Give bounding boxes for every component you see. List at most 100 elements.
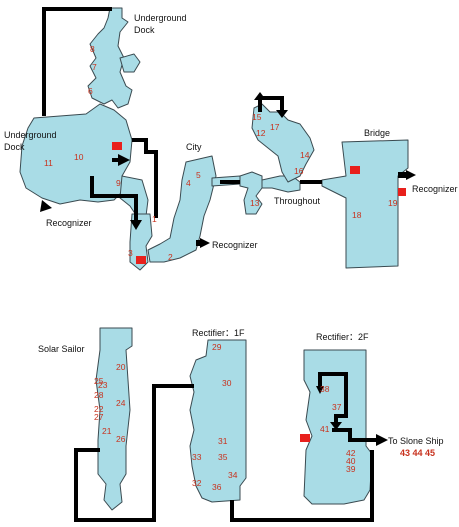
location-number: 3 — [128, 248, 133, 258]
route-dock-loop — [42, 7, 112, 116]
label-rectifier-2f: Rectifier：2F — [316, 332, 369, 342]
arrow-bridge-stem — [398, 172, 406, 178]
arrow-dock-east-icon — [118, 154, 130, 166]
route-throughout-loop — [258, 96, 284, 112]
label-bridge: Bridge — [364, 128, 390, 138]
route-dock-east — [132, 138, 158, 218]
marker-bridge-2 — [398, 188, 406, 196]
throughout-upper-room — [251, 103, 315, 183]
arrow-city-stem — [196, 240, 202, 246]
dock-upper-corridor — [87, 7, 133, 109]
label-city: City — [186, 142, 202, 152]
location-numbers: 1 2 3 4 5 6 7 8 9 10 11 12 13 14 15 16 1… — [44, 44, 398, 492]
route-solar-south — [74, 384, 194, 522]
location-number: 24 — [116, 398, 126, 408]
location-number: 20 — [116, 362, 126, 372]
location-number: 34 — [228, 470, 238, 480]
location-number: 6 — [88, 86, 93, 96]
red-markers — [112, 142, 406, 442]
location-number: 13 — [250, 198, 260, 208]
location-number: 10 — [74, 152, 84, 162]
route-2f-loop — [318, 372, 348, 424]
location-number: 26 — [116, 434, 126, 444]
location-number: 5 — [196, 170, 201, 180]
location-number: 11 — [44, 158, 53, 168]
location-number: 33 — [192, 452, 202, 462]
label-recognizer-bridge: Recognizer — [412, 184, 458, 194]
underground-dock-main-area — [19, 103, 153, 271]
location-number: 28 — [94, 390, 104, 400]
arrow-2f-down-icon — [330, 422, 342, 430]
location-number: 15 — [252, 112, 262, 122]
label-recognizer-dock: Recognizer — [46, 218, 92, 228]
location-number: 14 — [300, 150, 310, 160]
label-rectifier-1f: Rectifier：1F — [192, 328, 245, 338]
location-number: 42 — [346, 448, 356, 458]
label-recognizer-city: Recognizer — [212, 240, 258, 250]
marker-bridge-1 — [350, 166, 360, 174]
location-number: 23 — [98, 380, 108, 390]
location-number: 12 — [256, 128, 266, 138]
label-slone-numbers: 43 44 45 — [400, 448, 435, 458]
marker-dock — [112, 142, 122, 150]
label-underground-dock-left-2: Dock — [4, 142, 25, 152]
arrow-dock-recognizer-icon — [40, 200, 52, 212]
arrow-bridge-recognizer-icon — [406, 170, 416, 180]
bridge-room — [321, 139, 409, 269]
location-number: 22 — [94, 404, 104, 414]
location-number: 40 — [346, 456, 356, 466]
label-underground-dock-top-1: Underground — [134, 13, 187, 23]
city-room — [147, 155, 217, 263]
route-rectifier-link — [230, 450, 374, 522]
route-arrows — [40, 92, 416, 446]
location-number: 2 — [168, 252, 173, 262]
solar-sailor-room — [95, 327, 133, 511]
bridge-area — [321, 139, 409, 269]
rectifier-1f-room — [189, 339, 247, 503]
route-paths — [42, 7, 378, 522]
dock-upper-side-room — [119, 53, 141, 73]
location-number: 21 — [102, 426, 112, 436]
throughout-area — [239, 103, 315, 215]
location-number: 32 — [192, 478, 202, 488]
location-number: 1 — [152, 214, 157, 224]
label-underground-dock-top-2: Dock — [134, 25, 155, 35]
location-number: 16 — [294, 166, 304, 176]
location-number: 41 — [320, 424, 330, 434]
location-number: 17 — [270, 122, 280, 132]
location-number: 35 — [218, 452, 228, 462]
label-underground-dock-left-1: Underground — [4, 130, 57, 140]
label-to-slone-ship: To Slone Ship — [388, 436, 444, 446]
location-number: 9 — [116, 178, 121, 188]
location-number: 4 — [186, 178, 191, 188]
arrow-slone-ship-icon — [376, 434, 388, 446]
location-number: 36 — [212, 482, 222, 492]
location-number: 30 — [222, 378, 232, 388]
location-number: 8 — [90, 44, 95, 54]
location-number: 39 — [346, 464, 356, 474]
location-number: 18 — [352, 210, 362, 220]
solar-sailor-area — [95, 327, 133, 511]
location-number: 37 — [332, 402, 342, 412]
location-number: 7 — [92, 62, 97, 72]
route-2f-exit — [332, 428, 378, 442]
location-number: 38 — [320, 384, 330, 394]
arrow-city-recognizer-icon — [200, 238, 210, 248]
marker-dock-lower — [136, 256, 146, 264]
arrow-throughout-loop-icon — [276, 110, 288, 118]
route-dock-south — [90, 176, 138, 222]
location-number: 25 — [94, 376, 104, 386]
area-labels: Underground Dock Underground Dock City T… — [4, 13, 458, 458]
throughout-lower-room — [239, 171, 263, 215]
dock-main-room — [19, 103, 133, 205]
arrow-throughout-down-icon — [254, 92, 266, 100]
location-number: 27 — [94, 412, 104, 422]
label-throughout: Throughout — [274, 196, 321, 206]
rectifier-1f-area — [189, 339, 247, 503]
arrow-2f-left-icon — [316, 386, 324, 394]
location-number: 29 — [212, 342, 222, 352]
marker-2f — [300, 434, 310, 442]
location-number: 19 — [388, 198, 398, 208]
arrow-dock-down-icon — [130, 220, 142, 230]
